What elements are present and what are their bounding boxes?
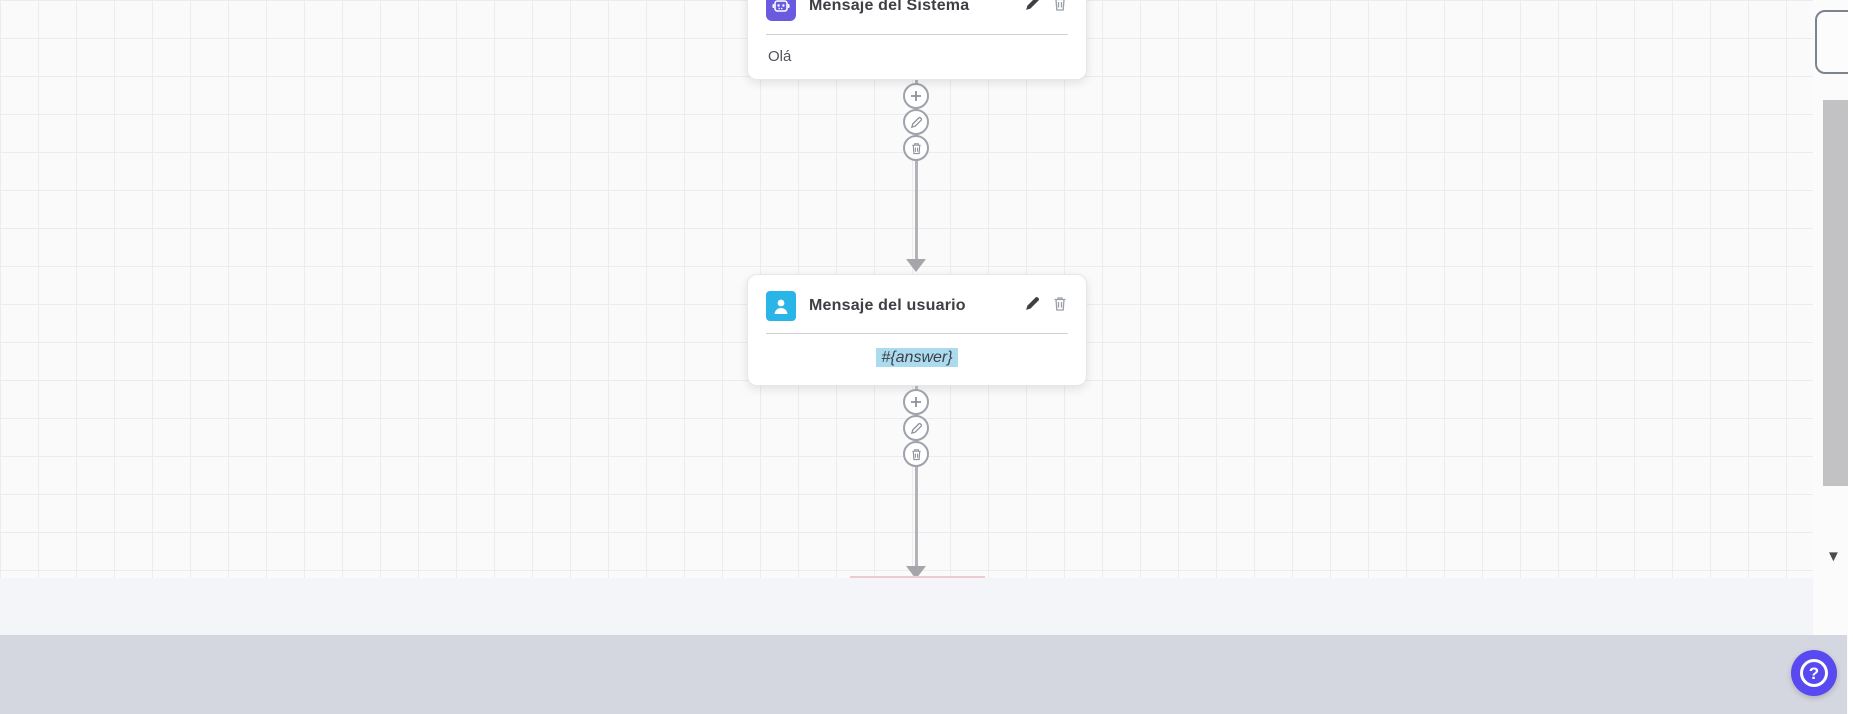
- next-node-edge: [850, 576, 985, 578]
- variable-chip[interactable]: #{answer}: [876, 348, 958, 367]
- right-scroll-rail: ▼: [1813, 0, 1853, 635]
- connector-delete-button[interactable]: [903, 135, 929, 161]
- right-gutter: [1848, 0, 1853, 714]
- edit-node-button[interactable]: [1024, 295, 1041, 317]
- delete-node-button[interactable]: [1052, 295, 1068, 317]
- connector-arrow-icon: [906, 259, 926, 272]
- plus-icon: [909, 395, 923, 409]
- connector-delete-button[interactable]: [903, 441, 929, 467]
- pencil-icon: [910, 422, 923, 435]
- toolbar-spacer: [0, 578, 1847, 635]
- node-user-message[interactable]: Mensaje del usuario #{answer}: [747, 274, 1087, 386]
- user-icon: [766, 291, 796, 321]
- node-title: Mensaje del usuario: [809, 297, 966, 314]
- bottom-toolbar: Editar Apariencia Recargar Salvar Prueba: [0, 635, 1847, 714]
- edit-node-button[interactable]: [1024, 0, 1041, 17]
- node-system-message[interactable]: Mensaje del Sistema Olá: [747, 0, 1087, 80]
- scroll-down-arrow-icon[interactable]: ▼: [1826, 548, 1841, 565]
- connector-arrow-icon: [906, 566, 926, 579]
- robot-icon: [766, 0, 796, 21]
- scrollbar-thumb[interactable]: [1823, 100, 1849, 486]
- flow-canvas[interactable]: Mensaje del Sistema Olá: [0, 0, 1853, 579]
- plus-icon: [909, 89, 923, 103]
- trash-icon: [910, 448, 923, 461]
- connector-add-button[interactable]: [903, 83, 929, 109]
- node-content: #{answer}: [748, 334, 1086, 388]
- delete-node-button[interactable]: [1052, 0, 1068, 17]
- connector-edit-button[interactable]: [903, 109, 929, 135]
- connector-line: [915, 78, 918, 262]
- collapsed-panel[interactable]: [1815, 10, 1853, 74]
- node-header: Mensaje del Sistema: [748, 0, 1086, 21]
- question-mark-icon: ?: [1800, 659, 1828, 687]
- node-title: Mensaje del Sistema: [809, 0, 970, 14]
- node-header: Mensaje del usuario: [748, 275, 1086, 321]
- card-divider: [766, 333, 1068, 334]
- connector-edit-button[interactable]: [903, 415, 929, 441]
- connector-line: [915, 386, 918, 568]
- pencil-icon: [910, 116, 923, 129]
- card-divider: [766, 34, 1068, 35]
- trash-icon: [910, 142, 923, 155]
- help-button[interactable]: ?: [1791, 650, 1837, 696]
- connector-add-button[interactable]: [903, 389, 929, 415]
- node-content: Olá: [768, 48, 792, 65]
